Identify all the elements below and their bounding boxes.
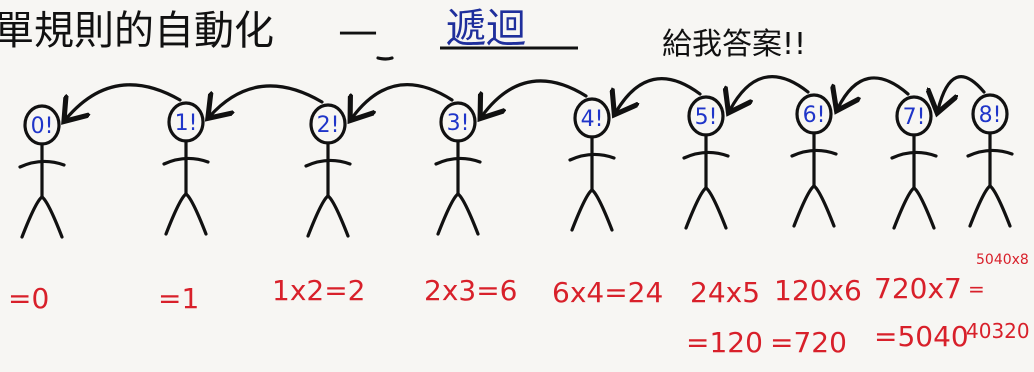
- figure-arms: [568, 152, 616, 162]
- recursion-arrow: [66, 83, 182, 119]
- recursion-arrow: [210, 84, 324, 116]
- figure-arms: [434, 156, 482, 166]
- figure-arms: [162, 156, 210, 166]
- factorial-calc: 40320: [966, 319, 1030, 343]
- factorial-calc: =: [968, 277, 985, 301]
- figure-label: 1!: [175, 111, 198, 136]
- figure-legs: [436, 192, 480, 236]
- figure-label: 4!: [581, 107, 604, 132]
- figure-label: 7!: [903, 105, 926, 130]
- stick-figure: 6! 120x6 =720: [770, 93, 862, 359]
- figure-legs: [892, 186, 936, 230]
- figure-legs: [684, 186, 728, 230]
- figure-label: 5!: [695, 105, 718, 130]
- figure-legs: [792, 184, 836, 228]
- recursion-arrow: [938, 75, 986, 110]
- figure-label: 3!: [447, 111, 470, 136]
- figure-arms: [304, 158, 352, 168]
- factorial-calc: =5040: [874, 320, 969, 353]
- figure-arms: [966, 148, 1014, 158]
- recursion-arrow: [482, 79, 588, 116]
- pen-stroke-mark: [376, 56, 394, 61]
- figure-legs: [164, 192, 208, 236]
- recursion-arrow: [616, 77, 702, 112]
- factorial-calc: =720: [770, 326, 847, 359]
- factorial-calc: =0: [8, 282, 49, 315]
- note-give-me-answer: 給我答案!!: [662, 27, 806, 62]
- stick-figures: 0!=01!=12!1x2=23!2x3=64!6x4=245!24x5=120…: [8, 93, 1030, 359]
- recursion-arrow: [352, 83, 454, 118]
- recursion-arrow: [838, 76, 910, 108]
- stick-figure: 2! 1x2=2: [272, 103, 365, 307]
- factorial-calc: 120x6: [774, 274, 862, 307]
- title-main: 單規則的自動化: [0, 8, 274, 54]
- figure-legs: [306, 194, 350, 238]
- factorial-calc: =120: [686, 326, 763, 359]
- figure-arms: [890, 150, 938, 160]
- stick-figure: 1! =1: [158, 101, 210, 315]
- figure-arms: [682, 150, 730, 160]
- recursion-arrow: [730, 75, 810, 110]
- figure-legs: [968, 184, 1012, 228]
- figure-arms: [18, 159, 66, 169]
- factorial-calc: 720x7: [874, 272, 962, 305]
- factorial-calc: =1: [158, 282, 199, 315]
- stick-figure: 3! 2x3=6: [424, 101, 517, 307]
- factorial-calc: 24x5: [690, 276, 760, 309]
- figure-label: 6!: [803, 103, 826, 128]
- factorial-calc: 2x3=6: [424, 274, 517, 307]
- figure-label: 2!: [317, 113, 340, 138]
- stick-figure: 4! 6x4=24: [552, 97, 663, 309]
- stick-figure: 7! 720x7 =5040: [874, 95, 969, 353]
- factorial-calc: 5040x8: [976, 252, 1029, 268]
- stick-figure: 0! =0: [8, 104, 66, 315]
- stick-figure: 8! 5040x8 = 40320: [966, 93, 1030, 343]
- figure-legs: [20, 195, 64, 239]
- figure-legs: [570, 188, 614, 232]
- factorial-calc: 6x4=24: [552, 276, 663, 309]
- figure-arms: [790, 148, 838, 158]
- title-dash: —: [338, 8, 378, 54]
- stick-figure: 5! 24x5 =120: [682, 95, 763, 359]
- title-topic: 遞迴: [446, 6, 526, 52]
- factorial-calc: 1x2=2: [272, 274, 365, 307]
- figure-label: 0!: [31, 114, 54, 139]
- figure-label: 8!: [979, 103, 1002, 128]
- recursion-arrows: [66, 75, 986, 119]
